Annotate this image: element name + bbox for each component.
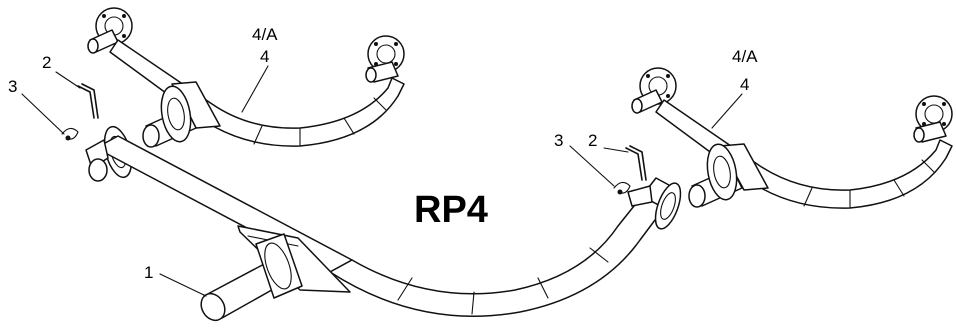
- callout-part-4a-left: 4/A: [252, 25, 278, 44]
- callout-part-3-right: 3: [554, 131, 563, 150]
- callout-part-3-left: 3: [8, 77, 17, 96]
- arm-assembly-right-part-4: [631, 67, 953, 209]
- main-tube-part-1: [85, 125, 682, 322]
- callout-part-1: 1: [144, 263, 153, 282]
- callout-part-2-left: 2: [42, 53, 51, 72]
- clip-left-part-3: [61, 127, 79, 141]
- model-label: RP4: [414, 189, 488, 231]
- callout-part-4-right: 4: [740, 75, 749, 94]
- leader-lines: [21, 65, 743, 297]
- pin-right-part-2: [625, 145, 647, 181]
- callout-part-4a-right: 4/A: [732, 47, 758, 66]
- callout-part-4-left: 4: [260, 47, 269, 66]
- callout-part-2-right: 2: [588, 131, 597, 150]
- pin-left-part-2: [77, 83, 99, 119]
- clip-right-part-3: [613, 181, 631, 195]
- arm-assembly-left-part-4: [87, 7, 405, 148]
